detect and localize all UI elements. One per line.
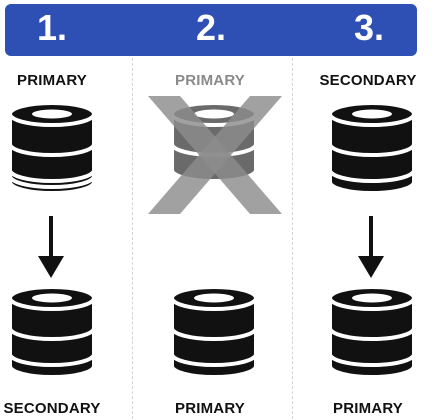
header-bar (5, 4, 417, 56)
col2-top-label: PRIMARY (174, 72, 245, 89)
col1-top-label: PRIMARY (16, 72, 87, 89)
col1-bottom-label: SECONDARY (3, 400, 101, 417)
col1-arrow-down-icon (38, 216, 64, 278)
col1-secondary-database-icon (8, 285, 96, 379)
col1-primary-database-icon (8, 101, 96, 195)
step-3-number: 3. (353, 7, 385, 48)
col3-top-label: SECONDARY (319, 72, 417, 89)
col3-arrow-down-icon (358, 216, 384, 278)
step-1-number: 1. (36, 7, 68, 48)
column-divider-2 (292, 58, 293, 419)
col3-bottom-label: PRIMARY (332, 400, 403, 417)
col3-primary-database-icon (328, 285, 416, 379)
column-divider-1 (132, 58, 133, 419)
col2-new-primary-database-icon (170, 285, 258, 379)
col3-secondary-database-icon (328, 101, 416, 195)
failure-x-icon (148, 96, 282, 214)
col2-bottom-label: PRIMARY (174, 400, 245, 417)
step-2-number: 2. (195, 7, 227, 48)
